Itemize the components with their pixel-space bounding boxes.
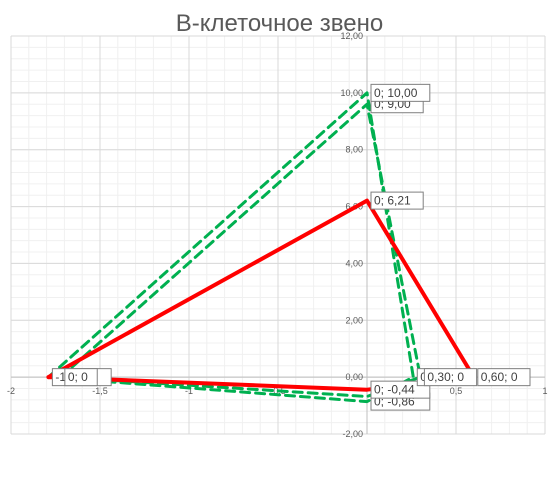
x-tick-label: 0,5 — [450, 386, 463, 396]
data-label: 0; 6,21 — [370, 191, 424, 210]
data-label-text: 0; -0,44 — [374, 383, 415, 397]
data-label-text: 0; 10,00 — [374, 86, 418, 100]
data-label: 0,60; 0 — [477, 368, 531, 387]
data-label-box — [477, 368, 531, 387]
y-tick-label: -2,00 — [342, 429, 363, 439]
data-label-text: 0 — [420, 370, 427, 384]
series-layer — [46, 91, 476, 404]
y-tick-label: 4,00 — [345, 258, 363, 268]
data-label-text: 0,30; 0 — [427, 370, 464, 384]
x-tick-label: -1,5 — [92, 386, 108, 396]
data-label: 0,30; 0 — [423, 368, 478, 387]
y-tick-label: 8,00 — [345, 145, 363, 155]
data-label-box — [370, 380, 431, 399]
series-line-1 — [46, 91, 415, 404]
x-tick-label: -1 — [185, 386, 193, 396]
x-tick-label: -2 — [7, 386, 15, 396]
data-label-box — [370, 83, 431, 102]
data-label-box — [370, 191, 424, 210]
data-label: 0; 10,00 — [370, 83, 431, 102]
data-label: 0; 0 — [64, 368, 98, 387]
y-tick-label: 2,00 — [345, 315, 363, 325]
data-label-text: 0; 6,21 — [374, 194, 411, 208]
y-tick-label: 10,00 — [340, 88, 363, 98]
data-label-text: 0,60; 0 — [481, 370, 518, 384]
series-line-2 — [59, 102, 422, 398]
data-label: 0; -0,44 — [370, 380, 431, 399]
data-label-box — [64, 368, 98, 387]
x-tick-label: 1 — [542, 386, 547, 396]
chart-title: B-клеточное звено — [175, 10, 384, 37]
data-label-box — [423, 368, 478, 387]
data-label-text: 0; 0 — [68, 370, 88, 384]
y-tick-label: 0,00 — [345, 372, 363, 382]
y-tick-label: 12,00 — [340, 31, 363, 41]
data-labels: 0; 9,000; 10,000; 6,210; -0,860; -0,44-1… — [51, 83, 531, 411]
